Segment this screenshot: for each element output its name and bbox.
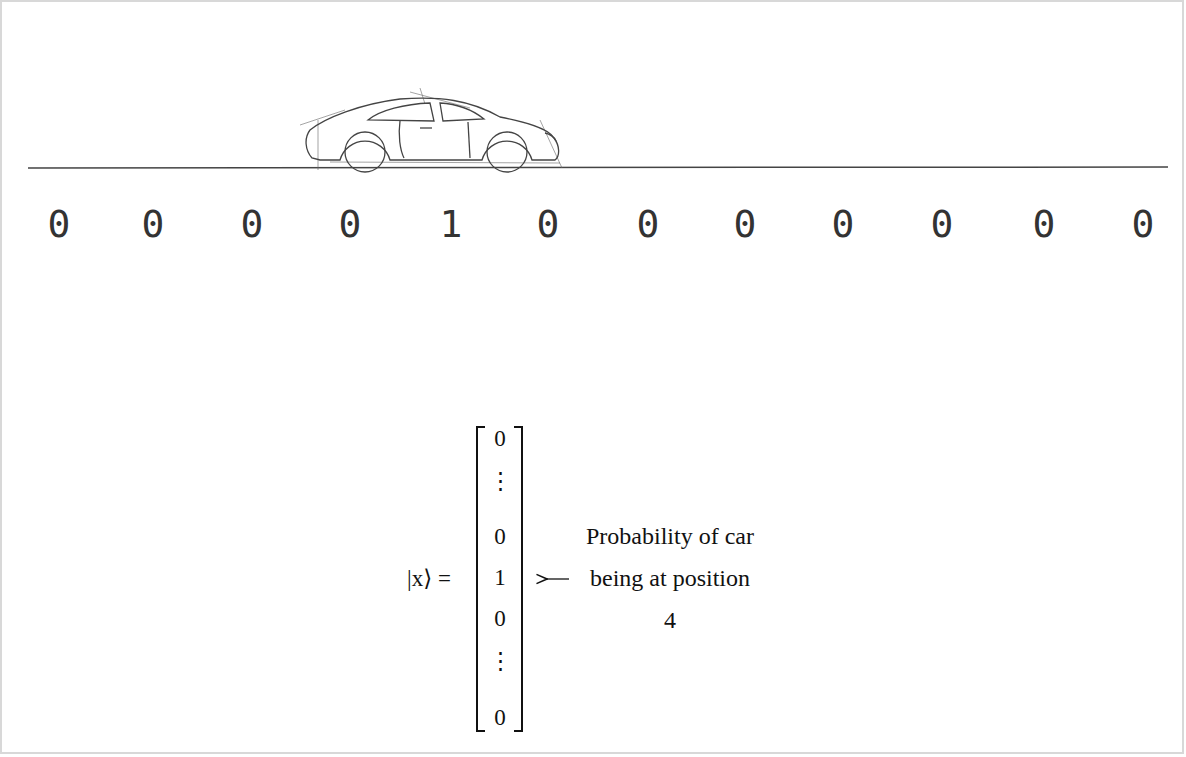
vector-entry: 0 — [494, 524, 506, 550]
position-value: 0 — [734, 202, 757, 246]
position-value: 0 — [637, 202, 660, 246]
vector-brackets — [477, 427, 522, 731]
vector-entry: ⋮ — [489, 467, 512, 494]
vector-entry: 0 — [494, 606, 506, 632]
position-value: 0 — [1033, 202, 1056, 246]
car-sketch — [306, 98, 559, 172]
road-line — [28, 167, 1168, 168]
vector-entry: 0 — [494, 705, 506, 731]
position-value: 0 — [142, 202, 165, 246]
state-label: |x⟩ = — [407, 565, 451, 592]
position-value: 0 — [832, 202, 855, 246]
vector-entry: 0 — [494, 426, 506, 452]
vector-entry: ⋮ — [489, 647, 512, 674]
sketch-guides — [300, 88, 562, 170]
position-value: 0 — [241, 202, 264, 246]
position-value: 0 — [537, 202, 560, 246]
position-value: 0 — [48, 202, 71, 246]
vector-entry: 1 — [494, 565, 506, 591]
position-value: 0 — [1132, 202, 1155, 246]
pointer-arrow — [547, 578, 569, 579]
position-value: 0 — [931, 202, 954, 246]
position-value: 0 — [339, 202, 362, 246]
annotation: Probability of car being at position 4 — [584, 515, 756, 641]
position-value: 1 — [440, 202, 463, 246]
